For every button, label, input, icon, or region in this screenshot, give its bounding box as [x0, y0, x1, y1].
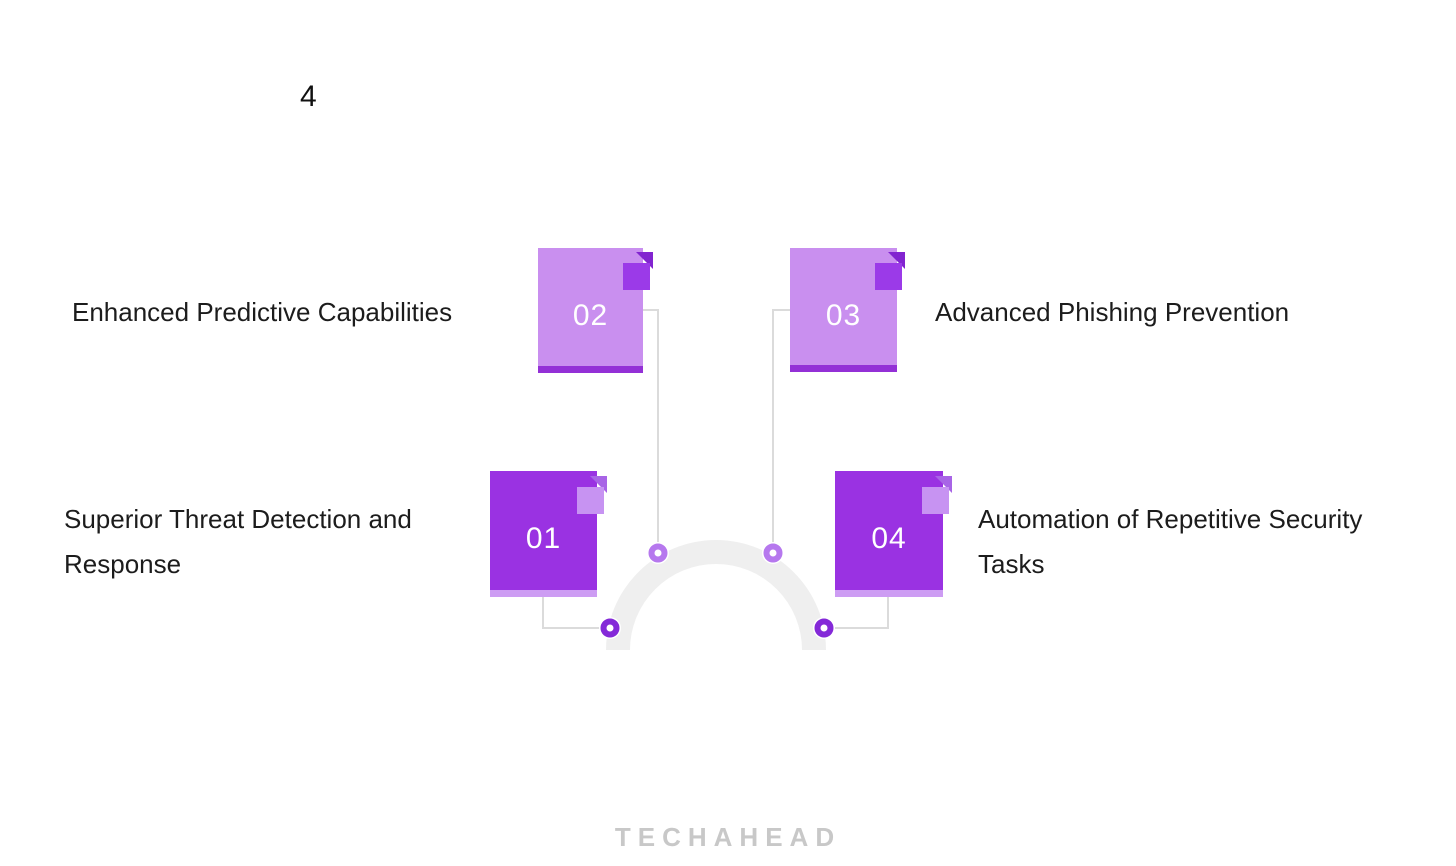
item-label-02: Enhanced Predictive Capabilities — [72, 297, 453, 327]
card-04: 04 — [835, 471, 952, 597]
folded-note-icon — [875, 252, 905, 290]
timeline-node-02-icon — [647, 542, 669, 564]
item-label-04: Automation of Repetitive Security Tasks — [978, 504, 1363, 579]
connector-card-03 — [772, 309, 790, 553]
item-label-01: Superior Threat Detection and Response — [64, 504, 412, 579]
card-01: 01 — [490, 471, 607, 597]
card-03-number: 03 — [825, 299, 862, 332]
connector-card-04 — [824, 597, 889, 629]
card-01-bottom-accent — [490, 590, 597, 597]
card-02: 02 — [538, 248, 653, 373]
card-03: 03 — [790, 248, 905, 372]
folded-note-icon — [623, 252, 653, 290]
card-02-bottom-accent — [538, 366, 643, 373]
folded-note-icon — [577, 476, 607, 514]
timeline-node-03-icon — [762, 542, 784, 564]
card-01-number: 01 — [525, 522, 562, 555]
card-04-number: 04 — [871, 522, 907, 555]
timeline-node-04-icon — [813, 617, 835, 639]
connector-card-01 — [542, 597, 610, 629]
timeline-node-01-icon — [599, 617, 621, 639]
timeline-arc — [606, 540, 826, 650]
connector-card-02 — [643, 309, 659, 553]
item-label-03: Advanced Phishing Prevention — [935, 297, 1290, 327]
techahead-logo: TECHAHEAD — [614, 822, 842, 852]
folded-note-icon — [922, 476, 952, 514]
card-02-number: 02 — [572, 299, 609, 332]
card-04-bottom-accent — [835, 590, 943, 597]
card-03-bottom-accent — [790, 365, 897, 372]
slide-number: 4 — [300, 80, 317, 113]
